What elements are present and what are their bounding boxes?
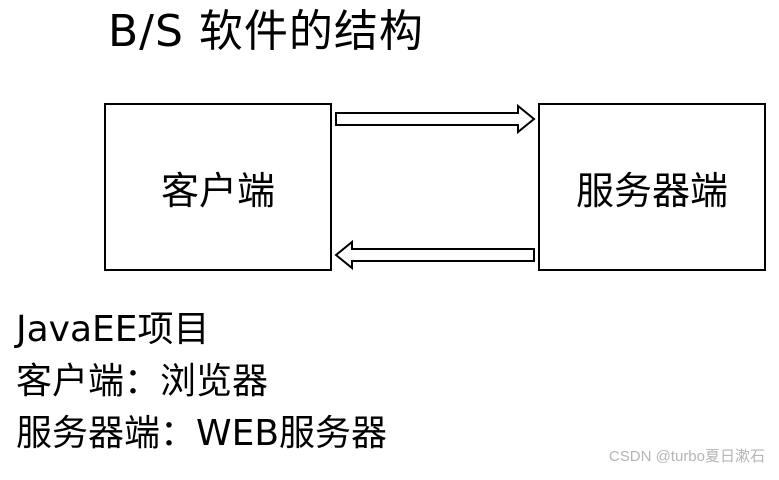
client-box: 客户端: [104, 103, 332, 271]
client-label: 客户端: [160, 168, 275, 213]
page-title: B/S 软件的结构: [108, 6, 424, 57]
note-server: 服务器端：WEB服务器: [16, 413, 388, 454]
response-arrow: [334, 239, 535, 271]
request-arrow: [335, 103, 536, 135]
notes-list: JavaEE项目 客户端：浏览器 服务器端：WEB服务器: [16, 304, 387, 460]
server-label: 服务器端: [575, 168, 728, 213]
note-javaee: JavaEE项目: [16, 309, 210, 350]
server-box: 服务器端: [538, 103, 766, 271]
note-client: 客户端：浏览器: [16, 361, 269, 402]
watermark: CSDN @turbo夏日漱石: [608, 448, 765, 465]
